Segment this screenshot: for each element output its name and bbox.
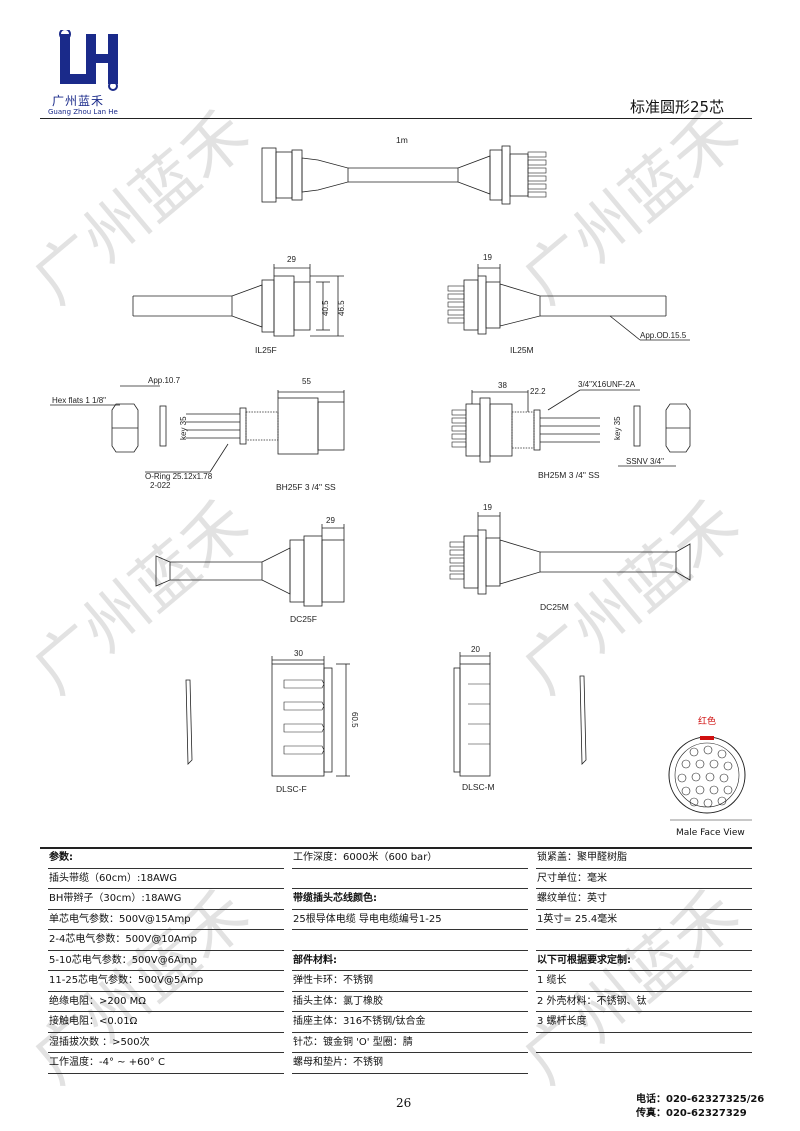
dc25m-drawing	[449, 512, 691, 595]
spec-row: 工作深度：6000米（600 bar）	[292, 848, 528, 869]
spec-row: 5-10芯电气参数：500V@6Amp	[48, 951, 284, 971]
spec-row: 接触电阻：<0.01Ω	[48, 1012, 284, 1033]
cable-assembly-drawing: 1m	[261, 135, 547, 205]
spec-row: 针芯：镀金铜 'O' 型圈：腈	[292, 1033, 528, 1053]
dim-il-46-5: 46.5	[337, 300, 346, 316]
il25m-label: IL25M	[510, 345, 534, 355]
dim-il-29: 29	[287, 255, 296, 264]
page-number: 26	[396, 1096, 412, 1110]
page-title: 标准圆形25芯	[630, 98, 725, 116]
male-face-view-drawing: 红色	[668, 715, 746, 814]
dim-dlsc-20: 20	[471, 645, 480, 654]
spec-row	[536, 1033, 752, 1053]
spec-column-materials: 工作深度：6000米（600 bar） 带缆插头芯线颜色:25根导体电缆 导电电缆…	[292, 848, 528, 1074]
spec-top-rule	[40, 847, 752, 849]
app-od-label: App.OD.15.5	[640, 331, 687, 340]
spec-row: 插座主体：316不锈钢/钛合金	[292, 1012, 528, 1033]
dim-dc-19: 19	[483, 503, 492, 512]
dim-dc-29: 29	[326, 516, 335, 525]
spec-row: 单芯电气参数：500V@15Amp	[48, 910, 284, 930]
dlsc-f-drawing	[185, 656, 350, 777]
ssnv-label: SSNV 3/4"	[626, 457, 664, 466]
dim-il-19: 19	[483, 253, 492, 262]
spec-row: 2 外壳材料：不锈钢、钛	[536, 992, 752, 1012]
logo-name-en: Guang Zhou Lan He	[48, 108, 118, 116]
telephone: 电话：020-62327325/26	[636, 1094, 765, 1105]
spec-row: 2-4芯电气参数：500V@10Amp	[48, 930, 284, 951]
spec-row: 带缆插头芯线颜色:	[292, 889, 528, 910]
male-face-view-caption: Male Face View	[676, 828, 745, 838]
dlsc-m-label: DLSC-M	[462, 782, 495, 792]
red-color-label: 红色	[698, 715, 716, 727]
fax: 传真：020-62327329	[636, 1108, 747, 1119]
hex-flats-label: Hex flats 1 1/8"	[52, 396, 106, 405]
bh25m-label: BH25M 3 /4" SS	[538, 470, 600, 480]
key-35-f-label: key 35	[179, 416, 188, 440]
dim-bh-22-2: 22.2	[530, 387, 546, 396]
spec-row: 25根导体电缆 导电电缆编号1-25	[292, 910, 528, 930]
key-35-m-label: key 35	[613, 416, 622, 440]
spec-row: 尺寸单位：毫米	[536, 869, 752, 889]
dim-bh-38: 38	[498, 381, 507, 390]
dlsc-m-drawing	[453, 652, 587, 777]
spec-row: 螺母和垫片：不锈钢	[292, 1053, 528, 1074]
oring-code-label: 2-022	[150, 481, 171, 490]
spec-row: 插头主体：氯丁橡胶	[292, 992, 528, 1012]
logo-name-cn: 广州蓝禾	[52, 94, 105, 108]
connector-drawing: 1m 29 40.5 46.5 IL25F	[50, 135, 752, 821]
cable-length-label: 1m	[396, 135, 408, 145]
spec-row: 湿插拔次数 ：>500次	[48, 1033, 284, 1053]
spec-row: 弹性卡环：不锈钢	[292, 971, 528, 992]
dc25m-label: DC25M	[540, 602, 569, 612]
spec-row: 以下可根据要求定制:	[536, 951, 752, 971]
spec-row: 11-25芯电气参数：500V@5Amp	[48, 971, 284, 992]
dim-il-40-5: 40.5	[321, 300, 330, 316]
spec-row: 3 螺杆长度	[536, 1012, 752, 1033]
il25m-drawing	[447, 264, 690, 341]
app-10-7-label: App.10.7	[148, 376, 181, 385]
oring-size-label: O-Ring 25.12x1.78	[145, 472, 213, 481]
spec-row	[536, 930, 752, 951]
spec-row: 工作温度：-4° ~ +60° C	[48, 1053, 284, 1074]
spec-row: 锁紧盖：聚甲醛树脂	[536, 848, 752, 869]
spec-row: 部件材料:	[292, 951, 528, 971]
spec-row	[292, 930, 528, 951]
dim-bh-55: 55	[302, 377, 311, 386]
thread-spec-label: 3/4"X16UNF-2A	[578, 380, 636, 389]
spec-row: BH带辫子（30cm）:18AWG	[48, 889, 284, 910]
dim-dlsc-30: 30	[294, 649, 303, 658]
spec-row: 1英寸= 25.4毫米	[536, 910, 752, 930]
dim-dlsc-60-5: 60.5	[350, 712, 359, 728]
dlsc-f-label: DLSC-F	[276, 784, 307, 794]
dc25f-label: DC25F	[290, 614, 317, 624]
bh25f-label: BH25F 3 /4" SS	[276, 482, 336, 492]
bh25m-drawing	[451, 389, 691, 467]
bh25f-drawing	[50, 385, 345, 473]
spec-row	[292, 869, 528, 889]
title-divider	[40, 118, 752, 119]
spec-row: 1 缆长	[536, 971, 752, 992]
il25f-label: IL25F	[255, 345, 277, 355]
logo-lh-icon	[59, 30, 118, 91]
il25f-drawing	[132, 264, 344, 337]
contact-info: 电话：020-62327325/26 传真：020-62327329	[636, 1093, 764, 1121]
spec-row: 参数:	[48, 848, 284, 869]
spec-row: 绝缘电阻：>200 MΩ	[48, 992, 284, 1012]
spec-row: 插头带缆（60cm）:18AWG	[48, 869, 284, 889]
dc25f-drawing	[155, 524, 345, 607]
spec-row: 螺纹单位：英寸	[536, 889, 752, 910]
